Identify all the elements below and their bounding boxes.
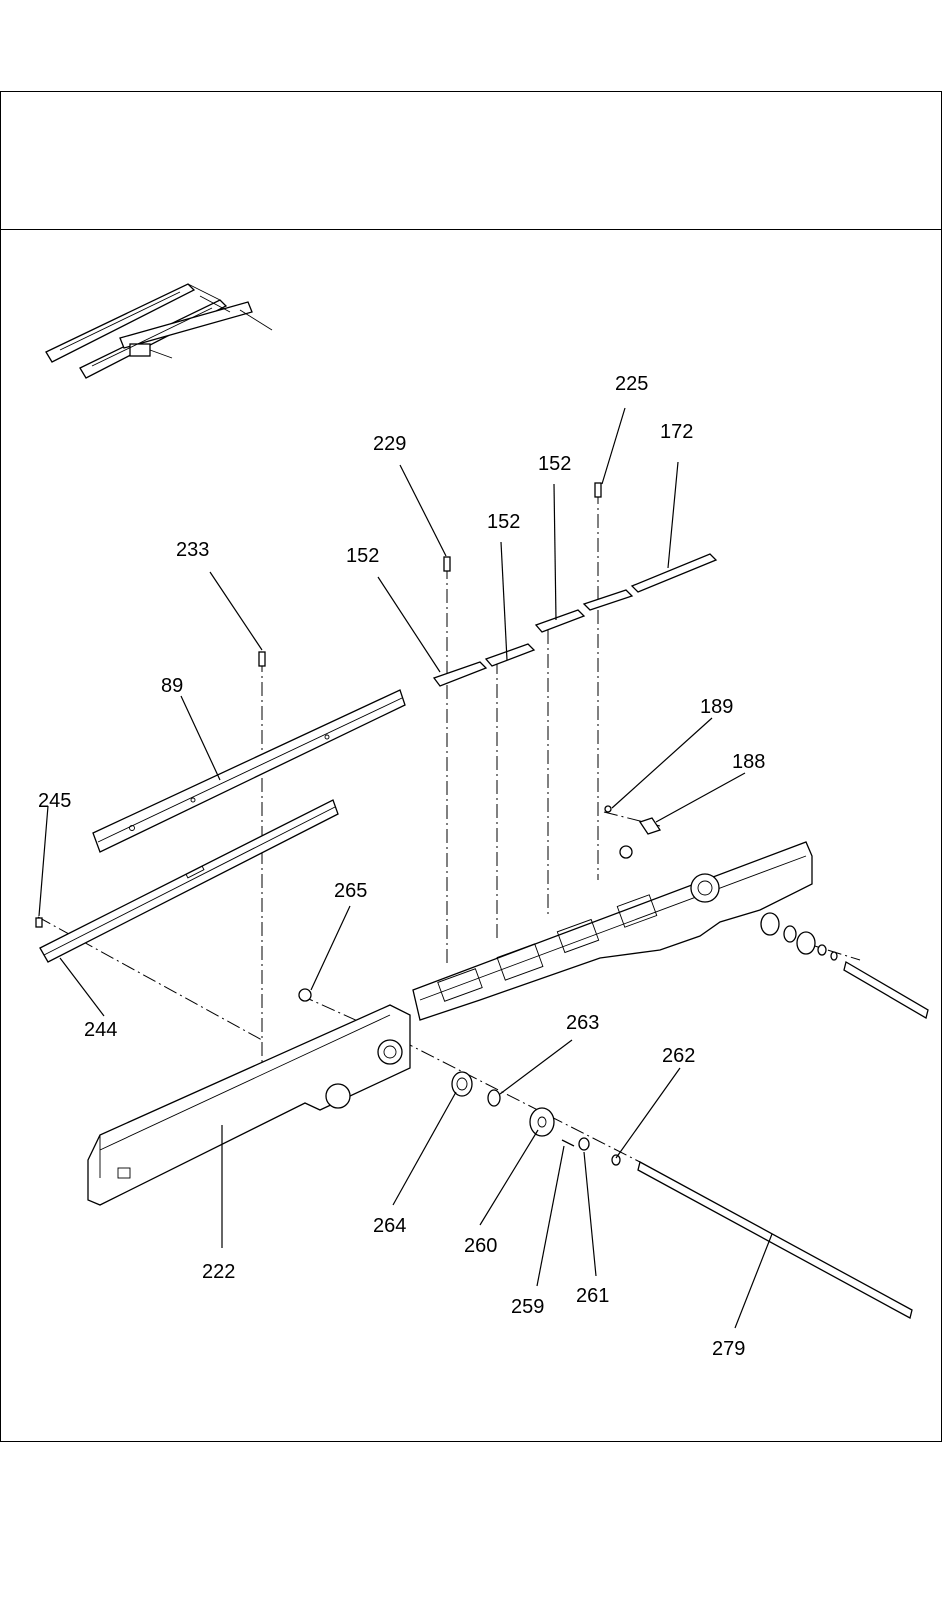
part-188-bracket bbox=[640, 818, 660, 834]
callout-152: 152 bbox=[346, 545, 379, 567]
part-152-pads bbox=[434, 554, 716, 686]
locator-thumbnail bbox=[46, 284, 272, 378]
callout-265: 265 bbox=[334, 880, 367, 902]
part-265-washer bbox=[299, 989, 311, 1001]
shafts bbox=[638, 962, 928, 1318]
callout-172: 172 bbox=[660, 421, 693, 443]
callout-222: 222 bbox=[202, 1261, 235, 1283]
callout-263: 263 bbox=[566, 1012, 599, 1034]
part-244-bar bbox=[40, 800, 338, 962]
callout-279: 279 bbox=[712, 1338, 745, 1360]
callout-189: 189 bbox=[700, 696, 733, 718]
part-89-rail bbox=[93, 690, 405, 852]
callout-245: 245 bbox=[38, 790, 71, 812]
callout-152: 152 bbox=[538, 453, 571, 475]
part-222-side-plate bbox=[88, 1005, 410, 1205]
callout-229: 229 bbox=[373, 433, 406, 455]
callout-260: 260 bbox=[464, 1235, 497, 1257]
callout-259: 259 bbox=[511, 1296, 544, 1318]
callout-188: 188 bbox=[732, 751, 765, 773]
lower-axis-parts bbox=[452, 1072, 620, 1165]
callouts: 225 172 229 152 152 152 233 89 189 188 2… bbox=[38, 373, 765, 1360]
callout-264: 264 bbox=[373, 1215, 406, 1237]
right-axis-parts bbox=[761, 913, 837, 960]
leader-lines bbox=[39, 408, 772, 1328]
callout-261: 261 bbox=[576, 1285, 609, 1307]
callout-152: 152 bbox=[487, 511, 520, 533]
callout-262: 262 bbox=[662, 1045, 695, 1067]
main-frame-rear bbox=[413, 842, 812, 1020]
callout-233: 233 bbox=[176, 539, 209, 561]
callout-225: 225 bbox=[615, 373, 648, 395]
assembly-axes bbox=[38, 490, 860, 1162]
fasteners bbox=[36, 483, 611, 927]
callout-89: 89 bbox=[161, 675, 183, 697]
callout-244: 244 bbox=[84, 1019, 117, 1041]
